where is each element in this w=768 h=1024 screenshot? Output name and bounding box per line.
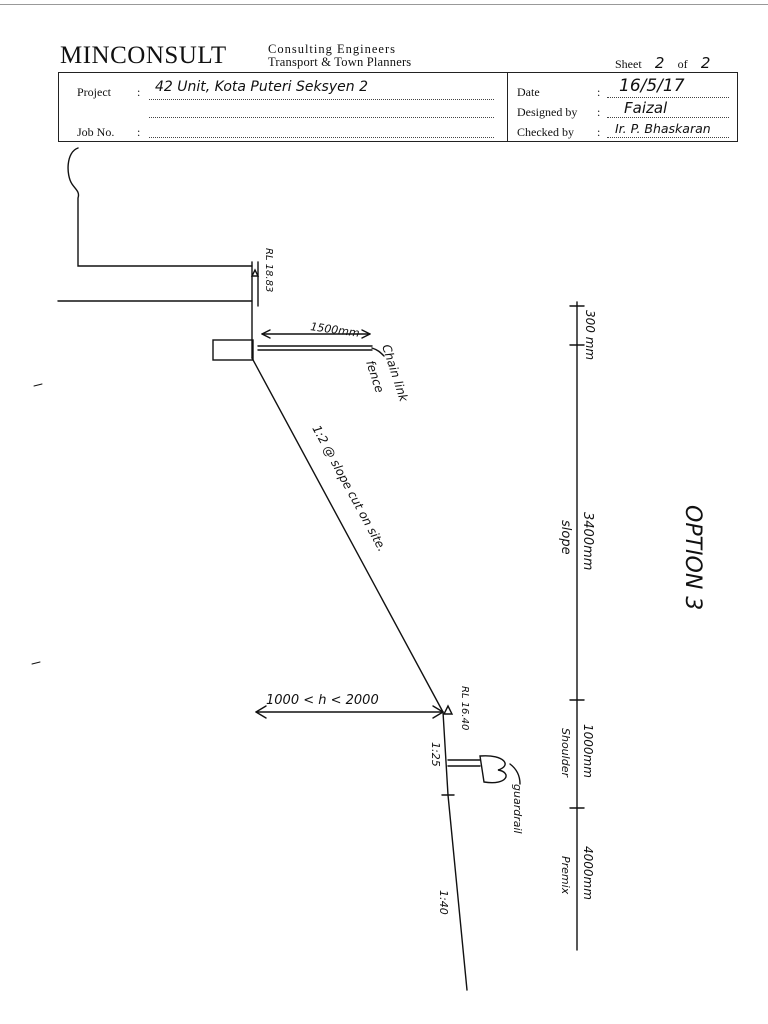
fence-label-2: fence — [363, 359, 387, 395]
guardrail-label: guardrail — [511, 784, 524, 834]
date-line — [607, 97, 729, 98]
job-no-line — [149, 137, 494, 138]
dim-value-2: 1000mm — [581, 724, 595, 778]
dim-value-1: 3400mm — [580, 512, 595, 570]
scan-mark-2 — [31, 661, 41, 665]
title-block: Project : 42 Unit, Kota Puteri Seksyen 2… — [58, 72, 738, 142]
page-top-edge — [0, 4, 768, 5]
cut-slope-line — [251, 357, 444, 713]
drain-box — [212, 339, 254, 361]
rl-top-label: RL 18.83 — [263, 248, 274, 292]
dim-label-2: Shoulder — [559, 728, 572, 778]
date-colon: : — [597, 85, 601, 99]
guardrail-beam — [479, 755, 507, 784]
rl-bottom-label: RL 16.40 — [459, 686, 470, 730]
scan-mark-1 — [33, 383, 43, 387]
checked-by-line — [607, 137, 729, 138]
option-label: OPTION 3 — [680, 505, 705, 610]
designed-by-label: Designed by — [517, 105, 578, 119]
rl-bottom-marker — [442, 704, 454, 715]
dim-label-3: Premix — [559, 856, 572, 895]
premix-line — [447, 794, 468, 991]
project-line-2 — [149, 117, 494, 118]
date-value: 16/5/17 — [619, 76, 685, 96]
title-block-divider — [507, 73, 509, 141]
sheet-label: Sheet — [615, 57, 642, 71]
project-colon: : — [137, 85, 141, 99]
checked-by-colon: : — [597, 125, 601, 139]
fence-width-label: 1500mm — [310, 320, 361, 340]
dim-value-3: 4000mm — [581, 846, 595, 900]
of-label: of — [677, 57, 688, 71]
slope-note: 1:2 @ slope cut on site. — [309, 423, 389, 554]
project-label: Project — [77, 85, 111, 99]
h-dim-arrows — [255, 705, 444, 719]
guardrail-leader — [509, 763, 521, 785]
company-tagline: Consulting Engineers Transport & Town Pl… — [268, 43, 411, 69]
checked-by-label: Checked by — [517, 125, 574, 139]
shoulder-line — [442, 711, 449, 796]
rl-top-marker — [250, 268, 260, 277]
date-label: Date — [517, 85, 540, 99]
dim-label-1: slope — [558, 520, 573, 555]
company-name: MINCONSULT — [60, 42, 227, 69]
tagline-line-1: Consulting Engineers — [268, 42, 396, 56]
designed-by-line — [607, 117, 729, 118]
building-outline — [67, 147, 253, 267]
premix-grade: 1:40 — [437, 890, 450, 915]
fence-dim-arrows — [261, 329, 371, 339]
project-value: 42 Unit, Kota Puteri Seksyen 2 — [155, 79, 368, 95]
fence-label-1: Chain link — [379, 343, 411, 405]
designed-by-value: Faizal — [624, 99, 668, 117]
tagline-line-2: Transport & Town Planners — [268, 55, 412, 69]
job-no-label: Job No. — [77, 125, 115, 139]
job-no-colon: : — [137, 125, 141, 139]
shoulder-grade: 1:25 — [429, 742, 442, 767]
dim-value-0: 300 mm — [583, 310, 597, 360]
project-line-1 — [149, 99, 494, 100]
h-range-label: 1000 < h < 2000 — [266, 693, 379, 708]
checked-by-value: Ir. P. Bhaskaran — [615, 121, 711, 136]
fence-leader — [371, 347, 385, 357]
designed-by-colon: : — [597, 105, 601, 119]
